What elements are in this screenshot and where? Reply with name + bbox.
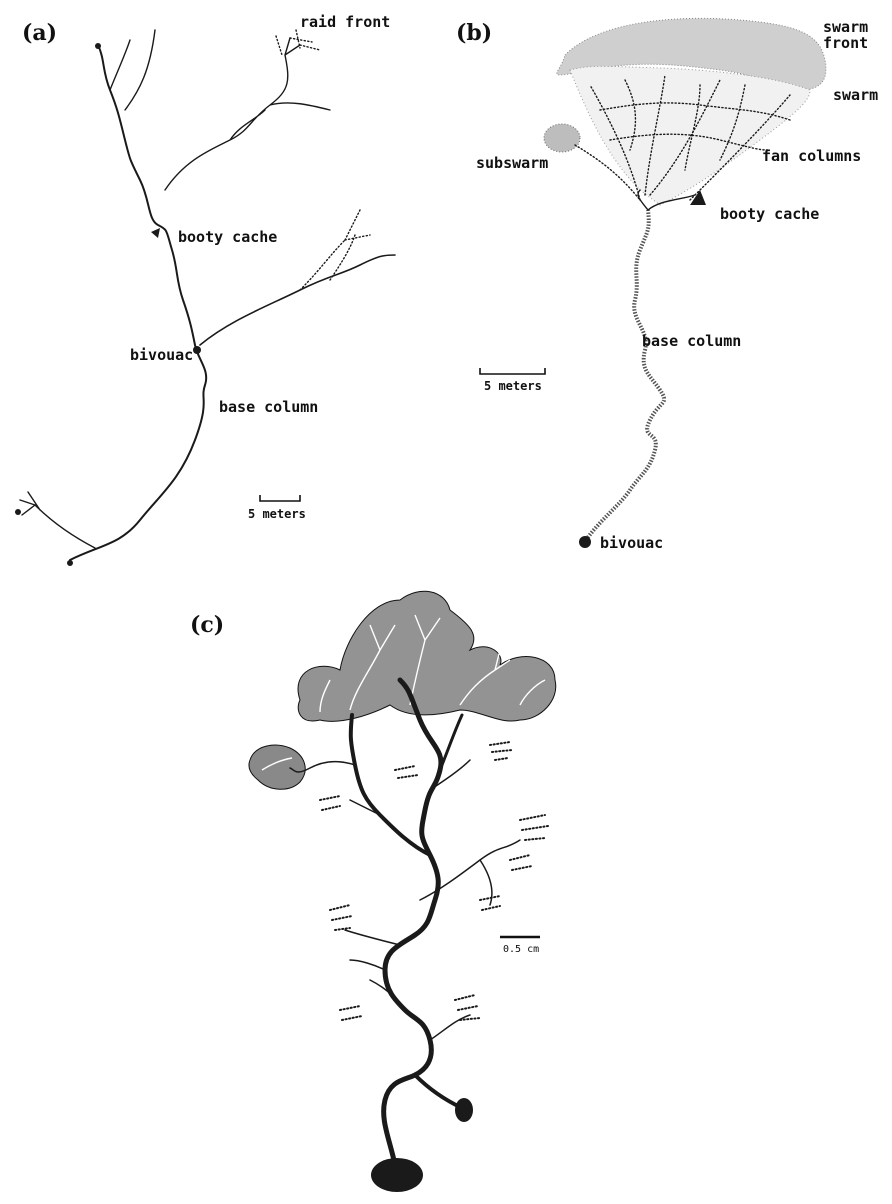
panel-b-fan-columns xyxy=(589,74,791,201)
panel-b-base-column xyxy=(584,209,667,542)
panel-a-lower-left-trail xyxy=(19,491,96,549)
panel-c-side-branches xyxy=(289,759,521,1041)
panel-b-label-bivouac: bivouac xyxy=(600,534,663,552)
panel-b-label-base-column: base column xyxy=(642,332,741,350)
panel-b-column-split xyxy=(647,194,696,211)
panel-c-left-trunk xyxy=(348,713,432,857)
panel-b-column-split xyxy=(637,189,649,211)
panel-c-bivouac-blob xyxy=(371,1158,423,1192)
panel-c-lower-branch xyxy=(413,1073,464,1110)
panel-b-label-swarm-front-line1: swarm xyxy=(823,18,868,36)
panel-c-scale-bar: 0.5 cm xyxy=(500,935,540,955)
panel-a-raid-tip xyxy=(95,43,101,49)
panel-a-raid-tip xyxy=(15,509,21,515)
panel-a-label-base-column: base column xyxy=(219,398,318,416)
panel-b: (b) swarm front swarm subswar xyxy=(456,17,878,552)
panel-b-bivouac-mark xyxy=(579,536,591,548)
panel-b-booty-cache-mark xyxy=(690,190,706,205)
panel-b-swarm-front-band xyxy=(556,17,827,91)
panel-b-label-fan-columns: fan columns xyxy=(762,147,861,165)
panel-b-subswarm-blob xyxy=(543,123,581,153)
panel-c: (c) xyxy=(190,590,557,1192)
panel-a-right-trail xyxy=(199,254,396,346)
panel-c-letter: (c) xyxy=(190,612,224,638)
panel-a-letter: (a) xyxy=(22,20,57,46)
panel-a-scale-label: 5 meters xyxy=(248,507,306,521)
panel-a-booty-cache-mark xyxy=(151,228,160,238)
panel-a-top-trail xyxy=(109,29,156,111)
panel-c-scale-label: 0.5 cm xyxy=(503,944,539,955)
panel-a-bivouac-mark xyxy=(193,346,201,354)
panel-a-scale-bar: 5 meters xyxy=(248,495,306,521)
panel-a-base-column-trail xyxy=(69,44,208,561)
panel-a-label-booty-cache: booty cache xyxy=(178,228,277,246)
panel-c-canopy xyxy=(248,590,557,790)
panel-b-label-swarm-front-line2: front xyxy=(823,34,868,52)
panel-b-label-swarm: swarm xyxy=(833,86,878,104)
panel-b-subswarm-column xyxy=(574,144,641,201)
panel-c-right-trunk xyxy=(438,713,464,772)
panel-a-label-raid-front: raid front xyxy=(300,13,390,31)
panel-b-scale-label: 5 meters xyxy=(484,379,542,393)
panel-a-trails xyxy=(15,29,396,566)
panel-b-letter: (b) xyxy=(456,20,492,46)
panel-a-right-raid-dots xyxy=(299,209,371,291)
panel-b-label-booty-cache: booty cache xyxy=(720,205,819,223)
panel-b-scale-bar: 5 meters xyxy=(479,368,546,393)
panel-a: (a) raid front booty cache bivouac xyxy=(15,13,396,566)
panel-a-raid-tip xyxy=(67,560,73,566)
panel-a-raid-front-dots xyxy=(275,29,321,56)
panel-b-label-subswarm: subswarm xyxy=(476,154,548,172)
panel-c-stipple-patches xyxy=(319,741,549,1021)
panel-a-raid-trail xyxy=(164,37,331,191)
panel-a-label-bivouac: bivouac xyxy=(130,346,193,364)
panel-c-lower-blob xyxy=(455,1098,473,1122)
